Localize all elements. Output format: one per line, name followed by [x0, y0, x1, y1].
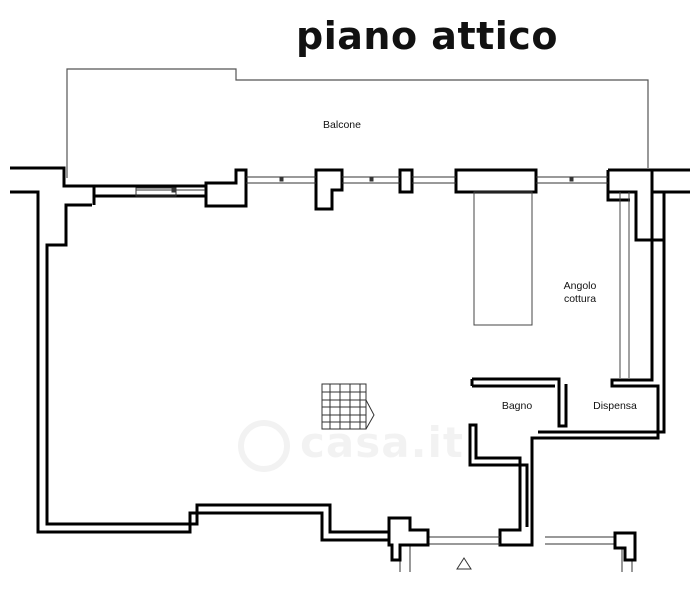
- room-label-angolo-cottura: Angolo cottura: [548, 280, 612, 306]
- room-label-dispensa: Dispensa: [593, 400, 637, 412]
- bottom-entry: [399, 536, 633, 572]
- watermark-logo-icon: [238, 420, 290, 472]
- plan-title: piano attico: [296, 14, 558, 58]
- entrance-marker-icon: [456, 557, 472, 570]
- bottom-pillars: [387, 516, 637, 562]
- staircase: [321, 383, 375, 430]
- windows: [135, 176, 608, 197]
- internal-walls: [470, 377, 568, 428]
- right-walls: [468, 192, 666, 547]
- room-label-angolo-line1: Angolo: [563, 280, 597, 292]
- top-wall-pillars: [204, 168, 690, 242]
- outer-walls: [10, 166, 428, 542]
- watermark-text: casa.it: [300, 418, 465, 467]
- room-label-angolo-line2: cottura: [563, 293, 597, 305]
- kitchen-counter: [473, 191, 630, 378]
- room-label-balcone: Balcone: [323, 119, 361, 131]
- room-label-bagno: Bagno: [501, 400, 533, 412]
- balcony-outline: [66, 68, 649, 178]
